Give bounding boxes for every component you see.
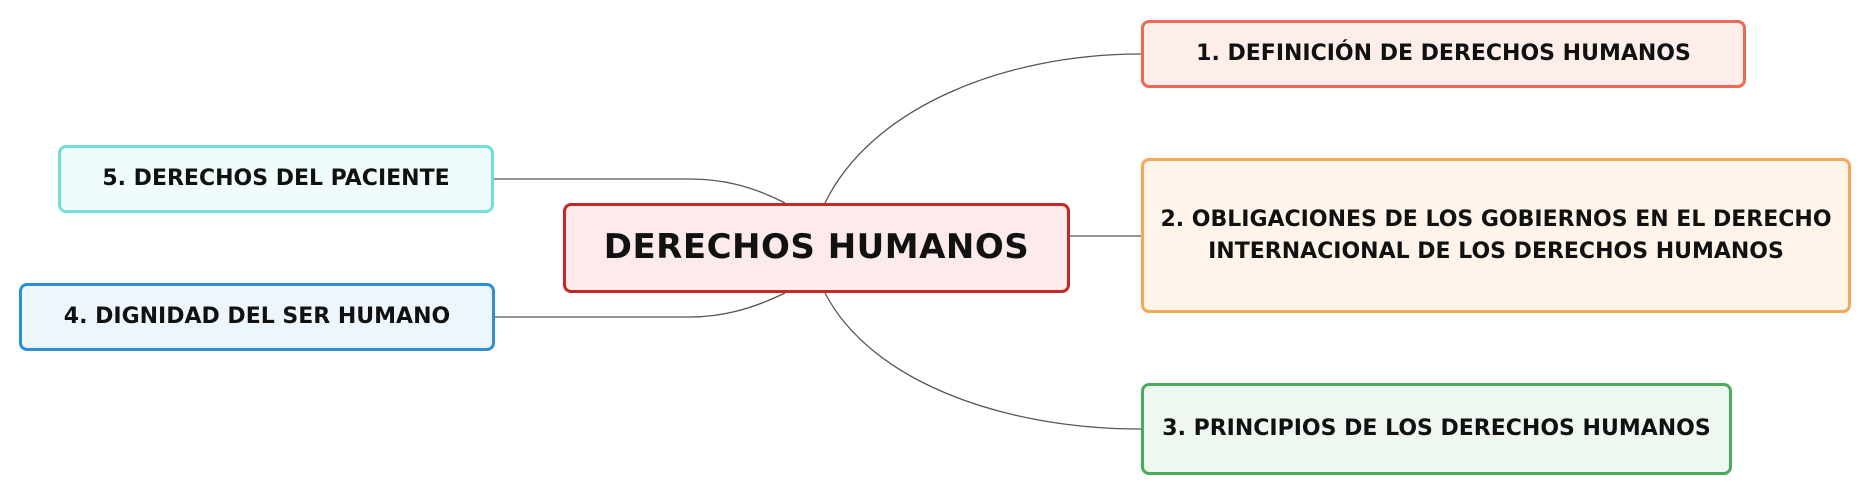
branch-obligaciones-label-line2: INTERNACIONAL DE LOS DERECHOS HUMANOS: [1208, 238, 1784, 264]
branch-dignidad[interactable]: 4. DIGNIDAD DEL SER HUMANO: [19, 283, 495, 351]
branch-definicion[interactable]: 1. DEFINICIÓN DE DERECHOS HUMANOS: [1141, 20, 1746, 88]
branch-principios[interactable]: 3. PRINCIPIOS DE LOS DERECHOS HUMANOS: [1141, 383, 1732, 475]
branch-obligaciones-label-line1: 2. OBLIGACIONES DE LOS GOBIERNOS EN EL D…: [1160, 206, 1832, 232]
branch-obligaciones[interactable]: 2. OBLIGACIONES DE LOS GOBIERNOS EN EL D…: [1141, 158, 1851, 313]
branch-dignidad-label: 4. DIGNIDAD DEL SER HUMANO: [63, 304, 451, 330]
connector-to-branch-5: [494, 178, 786, 204]
branch-derechos-paciente[interactable]: 5. DERECHOS DEL PACIENTE: [58, 145, 494, 213]
branch-definicion-label: 1. DEFINICIÓN DE DERECHOS HUMANOS: [1196, 41, 1691, 67]
branch-principios-label: 3. PRINCIPIOS DE LOS DERECHOS HUMANOS: [1162, 416, 1711, 442]
branch-derechos-paciente-label: 5. DERECHOS DEL PACIENTE: [102, 166, 450, 192]
central-topic[interactable]: DERECHOS HUMANOS: [563, 203, 1070, 293]
connector-to-branch-1: [824, 53, 1142, 204]
central-topic-label: DERECHOS HUMANOS: [603, 227, 1030, 268]
connector-to-branch-4: [495, 292, 786, 318]
connector-to-branch-3: [824, 292, 1142, 430]
